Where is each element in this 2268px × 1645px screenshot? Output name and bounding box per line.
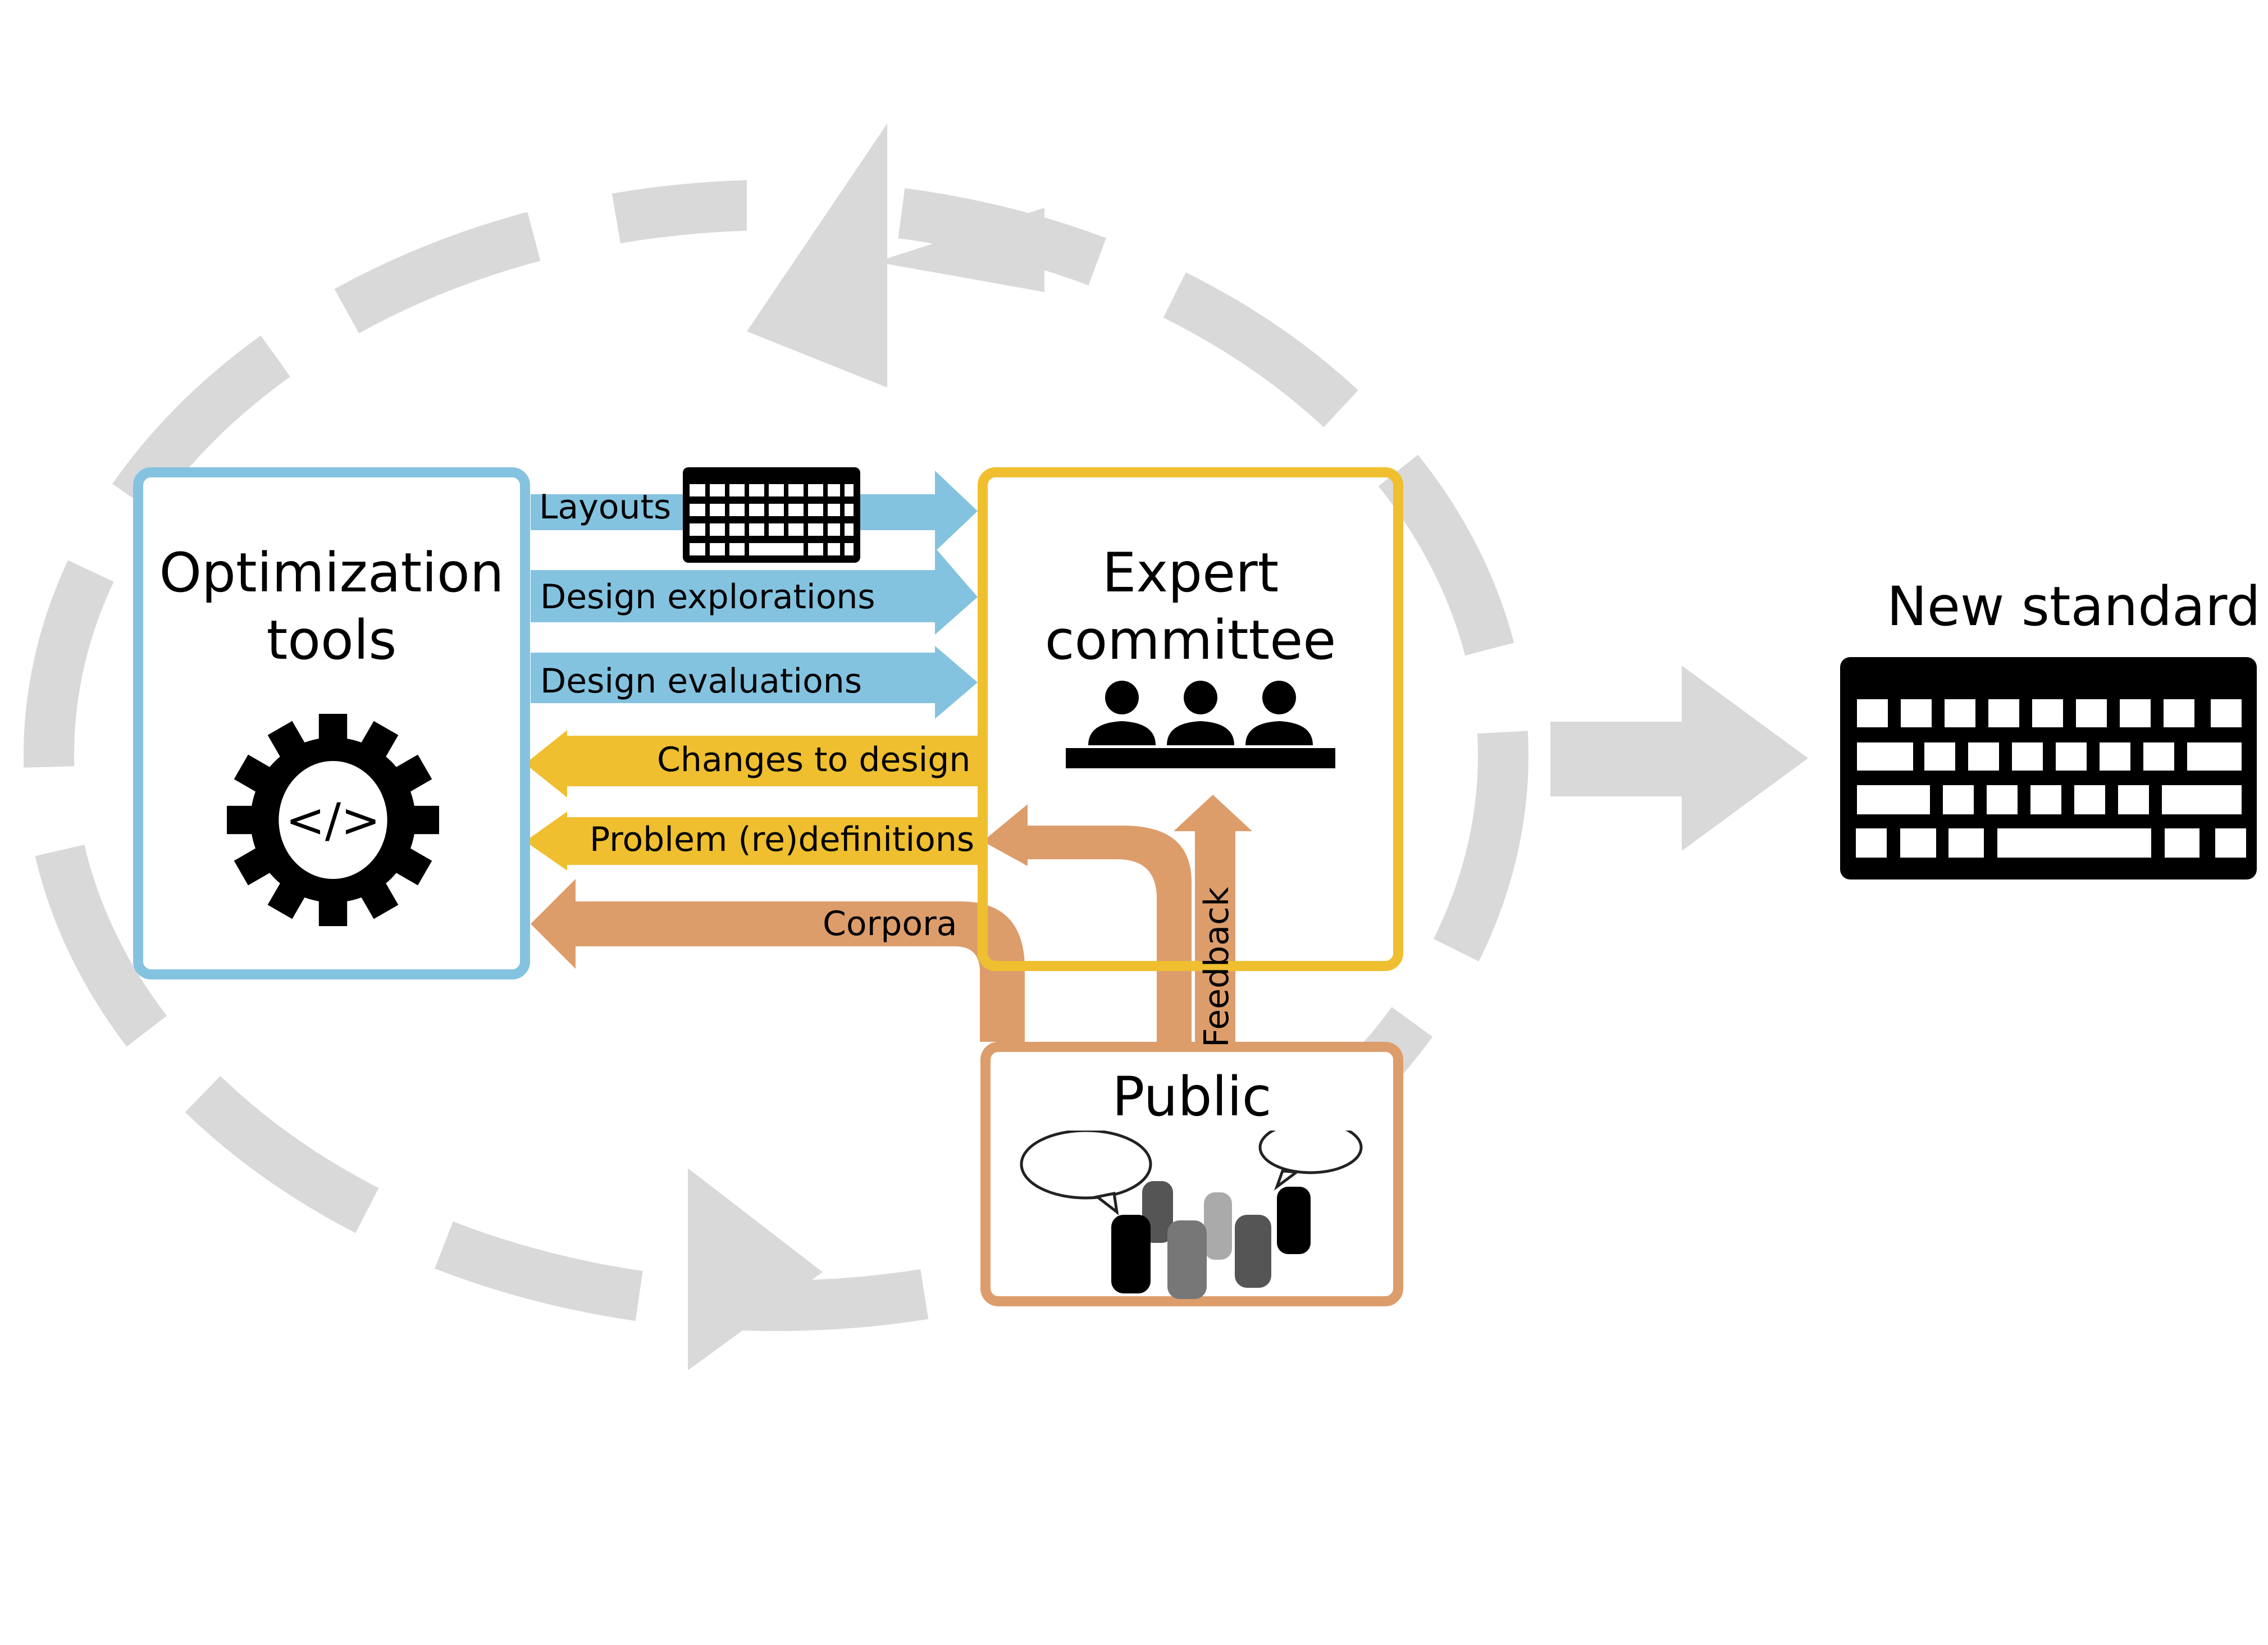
new-standard-title: New standard	[1887, 575, 2261, 638]
edge-label-feedback: Feedback	[1197, 887, 1236, 1047]
keyboard-icon	[683, 467, 860, 563]
edge-label-changes-to-design: Changes to design	[657, 740, 971, 780]
output-arrow	[1550, 666, 1808, 851]
expert-title-line1: Expert	[1102, 541, 1279, 604]
optimization-tools-box: Optimization tools </>	[133, 467, 530, 979]
edge-label-layouts: Layouts	[539, 487, 672, 527]
arrow-design-evaluations	[531, 646, 978, 719]
arrow-changes-to-design	[525, 730, 978, 798]
cycle-arrowhead-top	[747, 124, 1044, 388]
committee-icon	[1066, 681, 1335, 768]
public-box: Public	[980, 1042, 1403, 1306]
gear-code-icon: </>	[227, 714, 439, 926]
edge-label-design-explorations: Design explorations	[540, 577, 875, 617]
arrow-corpora	[531, 879, 1025, 1042]
arrow-public-to-expert-definitions	[983, 804, 1192, 1042]
arrow-problem-redefinitions	[525, 812, 978, 871]
expert-title: Expert committee	[988, 539, 1393, 674]
new-standard-keyboard-icon	[1840, 657, 2257, 880]
raised-hands-speech-bubbles-icon	[1020, 1131, 1363, 1299]
expert-title-line2: committee	[1044, 609, 1336, 672]
iteration-cycle	[24, 124, 1528, 1370]
edge-label-corpora: Corpora	[823, 904, 957, 944]
svg-text:</>: </>	[285, 792, 380, 847]
optimization-title-line2: tools	[266, 609, 397, 672]
optimization-title: Optimization tools	[143, 539, 520, 674]
speech-bubble-right	[1258, 1131, 1363, 1191]
raised-hands	[1111, 1181, 1311, 1299]
arrow-feedback	[1174, 795, 1252, 1042]
cycle-arrowhead-bottom	[688, 1168, 823, 1370]
edge-label-problem-redefinitions: Problem (re)definitions	[590, 820, 975, 859]
speech-bubble-left	[1020, 1131, 1152, 1215]
arrow-design-explorations	[531, 548, 978, 635]
public-title: Public	[1112, 1065, 1272, 1128]
expert-committee-box: Expert committee	[978, 467, 1403, 971]
edge-label-design-evaluations: Design evaluations	[540, 662, 863, 701]
optimization-title-line1: Optimization	[159, 541, 504, 604]
